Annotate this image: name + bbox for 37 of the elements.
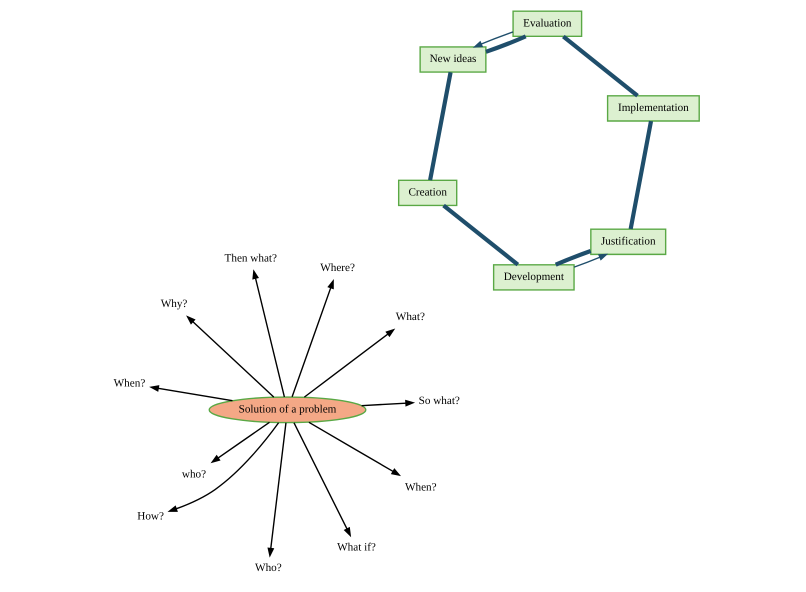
connector bbox=[428, 72, 452, 180]
node-box: Justification bbox=[590, 228, 666, 256]
node-box: New ideas bbox=[418, 46, 486, 73]
arrow bbox=[308, 422, 401, 476]
arrow bbox=[167, 422, 279, 512]
node-box: Evaluation bbox=[512, 10, 582, 38]
node-text: who? bbox=[181, 468, 206, 480]
node-text: How? bbox=[136, 510, 164, 522]
arrow bbox=[148, 385, 232, 402]
connector bbox=[484, 34, 526, 54]
node-text: When? bbox=[113, 377, 145, 390]
node-text: What if? bbox=[336, 542, 376, 554]
node-text: So what? bbox=[418, 394, 460, 407]
node-ellipse: Solution of a problem bbox=[208, 396, 366, 424]
node-text: Why? bbox=[160, 298, 187, 310]
arrow bbox=[573, 254, 608, 268]
node-text: What? bbox=[395, 310, 424, 323]
node-box: Development bbox=[492, 264, 574, 291]
node-box: Implementation bbox=[606, 95, 700, 122]
arrow bbox=[361, 400, 415, 407]
node-text: Where? bbox=[320, 262, 354, 274]
arrow bbox=[290, 279, 334, 397]
arrow bbox=[292, 422, 351, 538]
arrow bbox=[252, 269, 285, 398]
node-text: When? bbox=[404, 481, 436, 494]
connector bbox=[562, 34, 638, 98]
arrow bbox=[266, 422, 286, 558]
node-text: Then what? bbox=[224, 252, 276, 264]
arrow bbox=[303, 328, 395, 398]
connector bbox=[554, 249, 591, 267]
arrow bbox=[186, 315, 274, 398]
arrow bbox=[210, 422, 270, 464]
node-text: Who? bbox=[254, 562, 282, 574]
node-box: Creation bbox=[397, 180, 457, 206]
connector bbox=[442, 204, 519, 266]
arrow bbox=[472, 31, 513, 48]
connector bbox=[628, 120, 653, 230]
